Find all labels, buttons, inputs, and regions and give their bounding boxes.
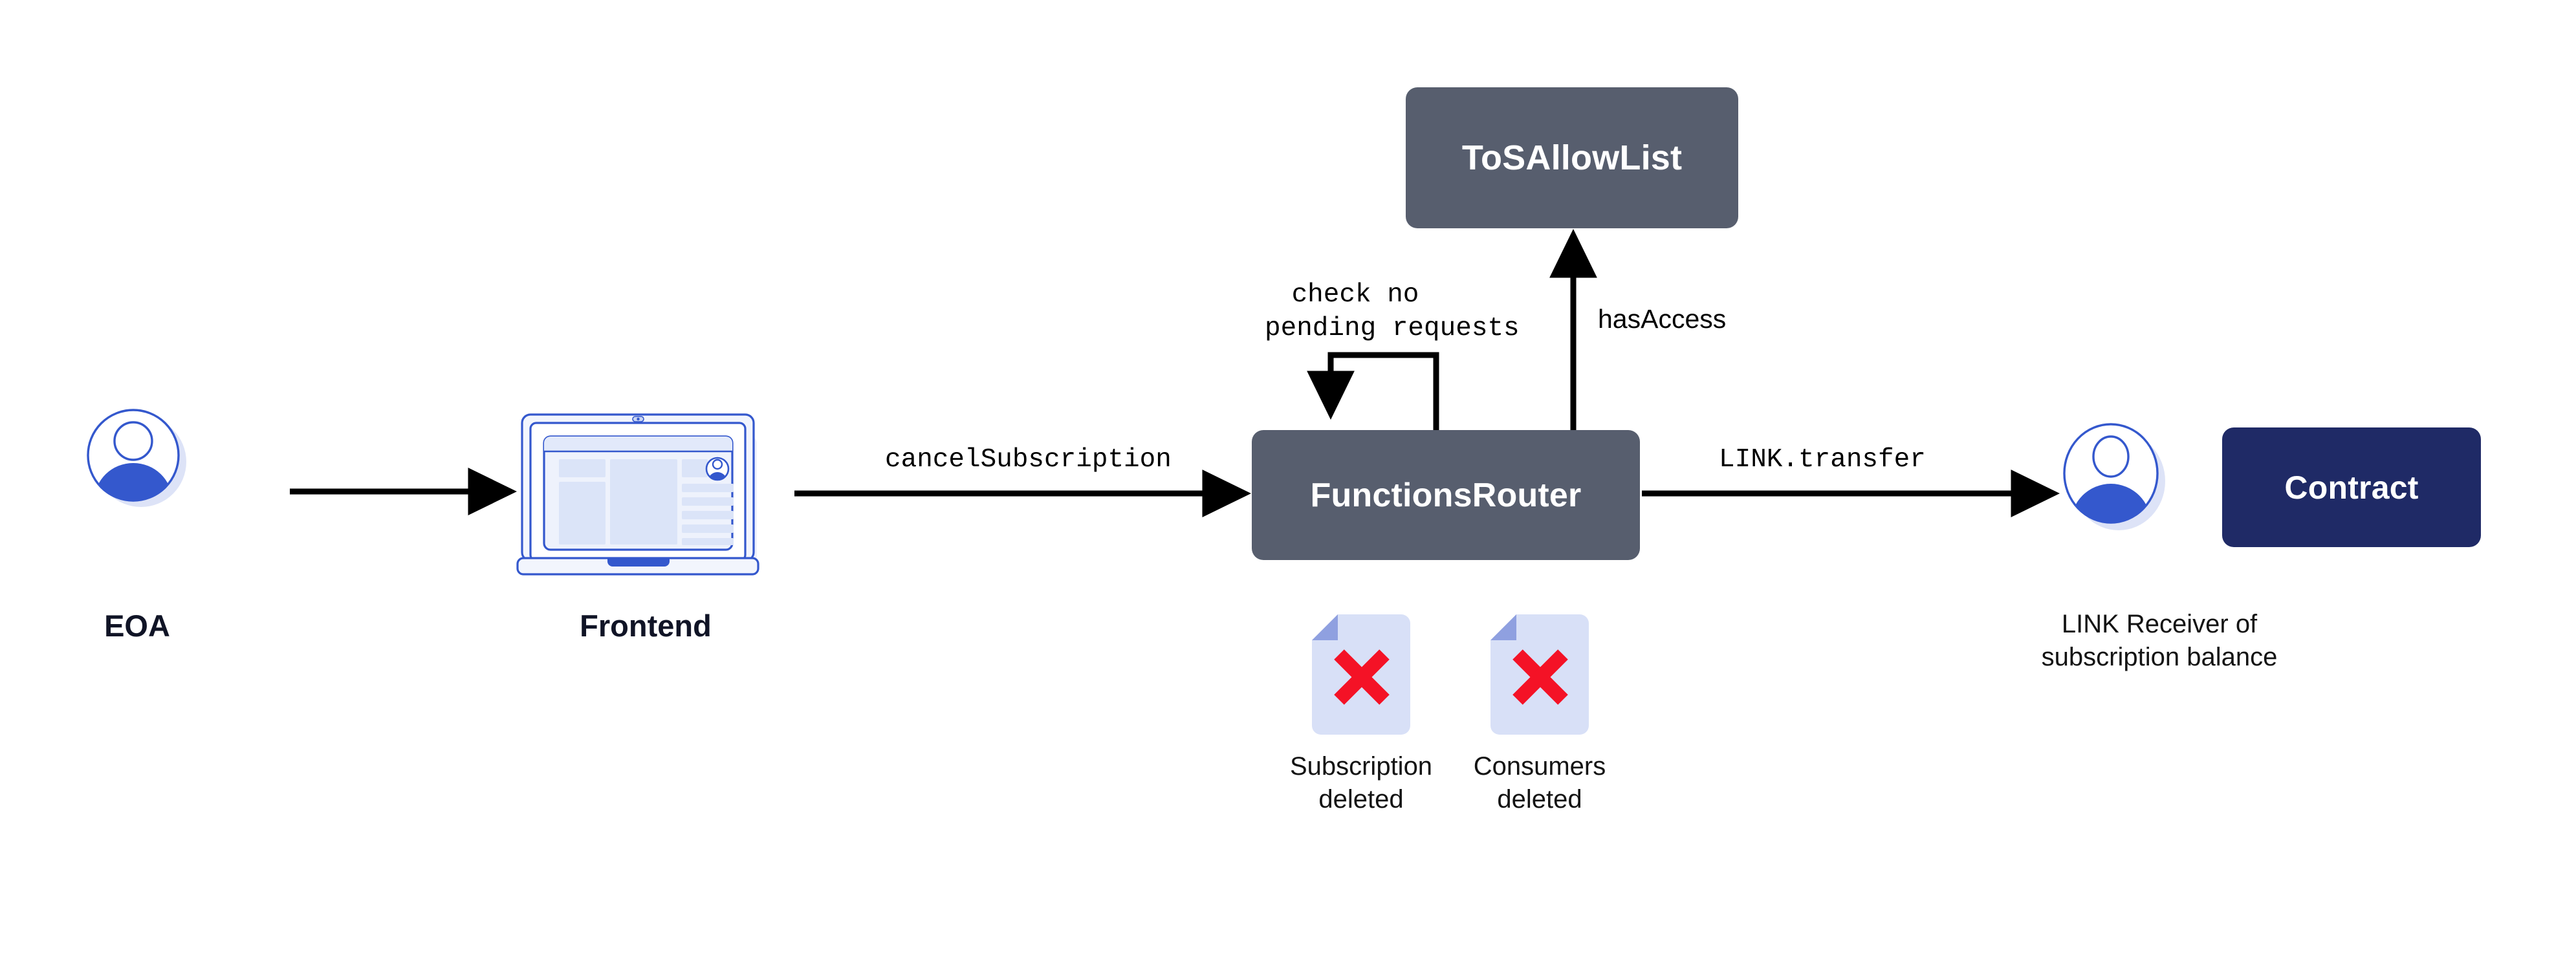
- contract-label: Contract: [2284, 469, 2419, 506]
- consumers-deleted-label: Consumers deleted: [1449, 750, 1630, 816]
- functions-router-label: FunctionsRouter: [1310, 476, 1582, 514]
- frontend-laptop-icon: [516, 413, 759, 576]
- consumers-deleted-line1: Consumers: [1473, 752, 1606, 781]
- subscription-deleted-label: Subscription deleted: [1271, 750, 1452, 816]
- edge-router-self-loop: [1307, 352, 1439, 432]
- self-loop-label-line1: check no: [1291, 280, 1419, 310]
- node-functions-router[interactable]: FunctionsRouter: [1252, 430, 1640, 560]
- subscription-deleted-document-icon: [1312, 614, 1410, 735]
- edge-label-link-transfer: LINK.transfer: [1719, 445, 1926, 475]
- subscription-deleted-line2: deleted: [1318, 785, 1404, 814]
- self-loop-label-line2: pending requests: [1265, 314, 1520, 344]
- eoa-label: EOA: [104, 609, 170, 643]
- tos-allowlist-label: ToSAllowList: [1461, 138, 1683, 177]
- link-receiver-line2: subscription balance: [2041, 643, 2278, 672]
- consumers-deleted-document-icon: [1490, 614, 1589, 735]
- frontend-label: Frontend: [580, 609, 712, 643]
- edge-label-has-access: hasAccess: [1598, 304, 1727, 334]
- node-contract[interactable]: Contract: [2222, 427, 2481, 547]
- edge-label-check-no-pending-requests: check no pending requests: [1265, 278, 1520, 346]
- node-tos-allowlist[interactable]: ToSAllowList: [1406, 87, 1738, 228]
- consumers-deleted-line2: deleted: [1497, 785, 1582, 814]
- eoa-avatar-icon: [87, 409, 186, 507]
- link-receiver-line1: LINK Receiver of: [2061, 610, 2258, 638]
- link-receiver-avatar-icon: [2063, 423, 2165, 530]
- edge-label-cancel-subscription: cancelSubscription: [885, 445, 1172, 475]
- link-receiver-label: LINK Receiver of subscription balance: [2027, 608, 2292, 674]
- subscription-deleted-line1: Subscription: [1289, 752, 1433, 781]
